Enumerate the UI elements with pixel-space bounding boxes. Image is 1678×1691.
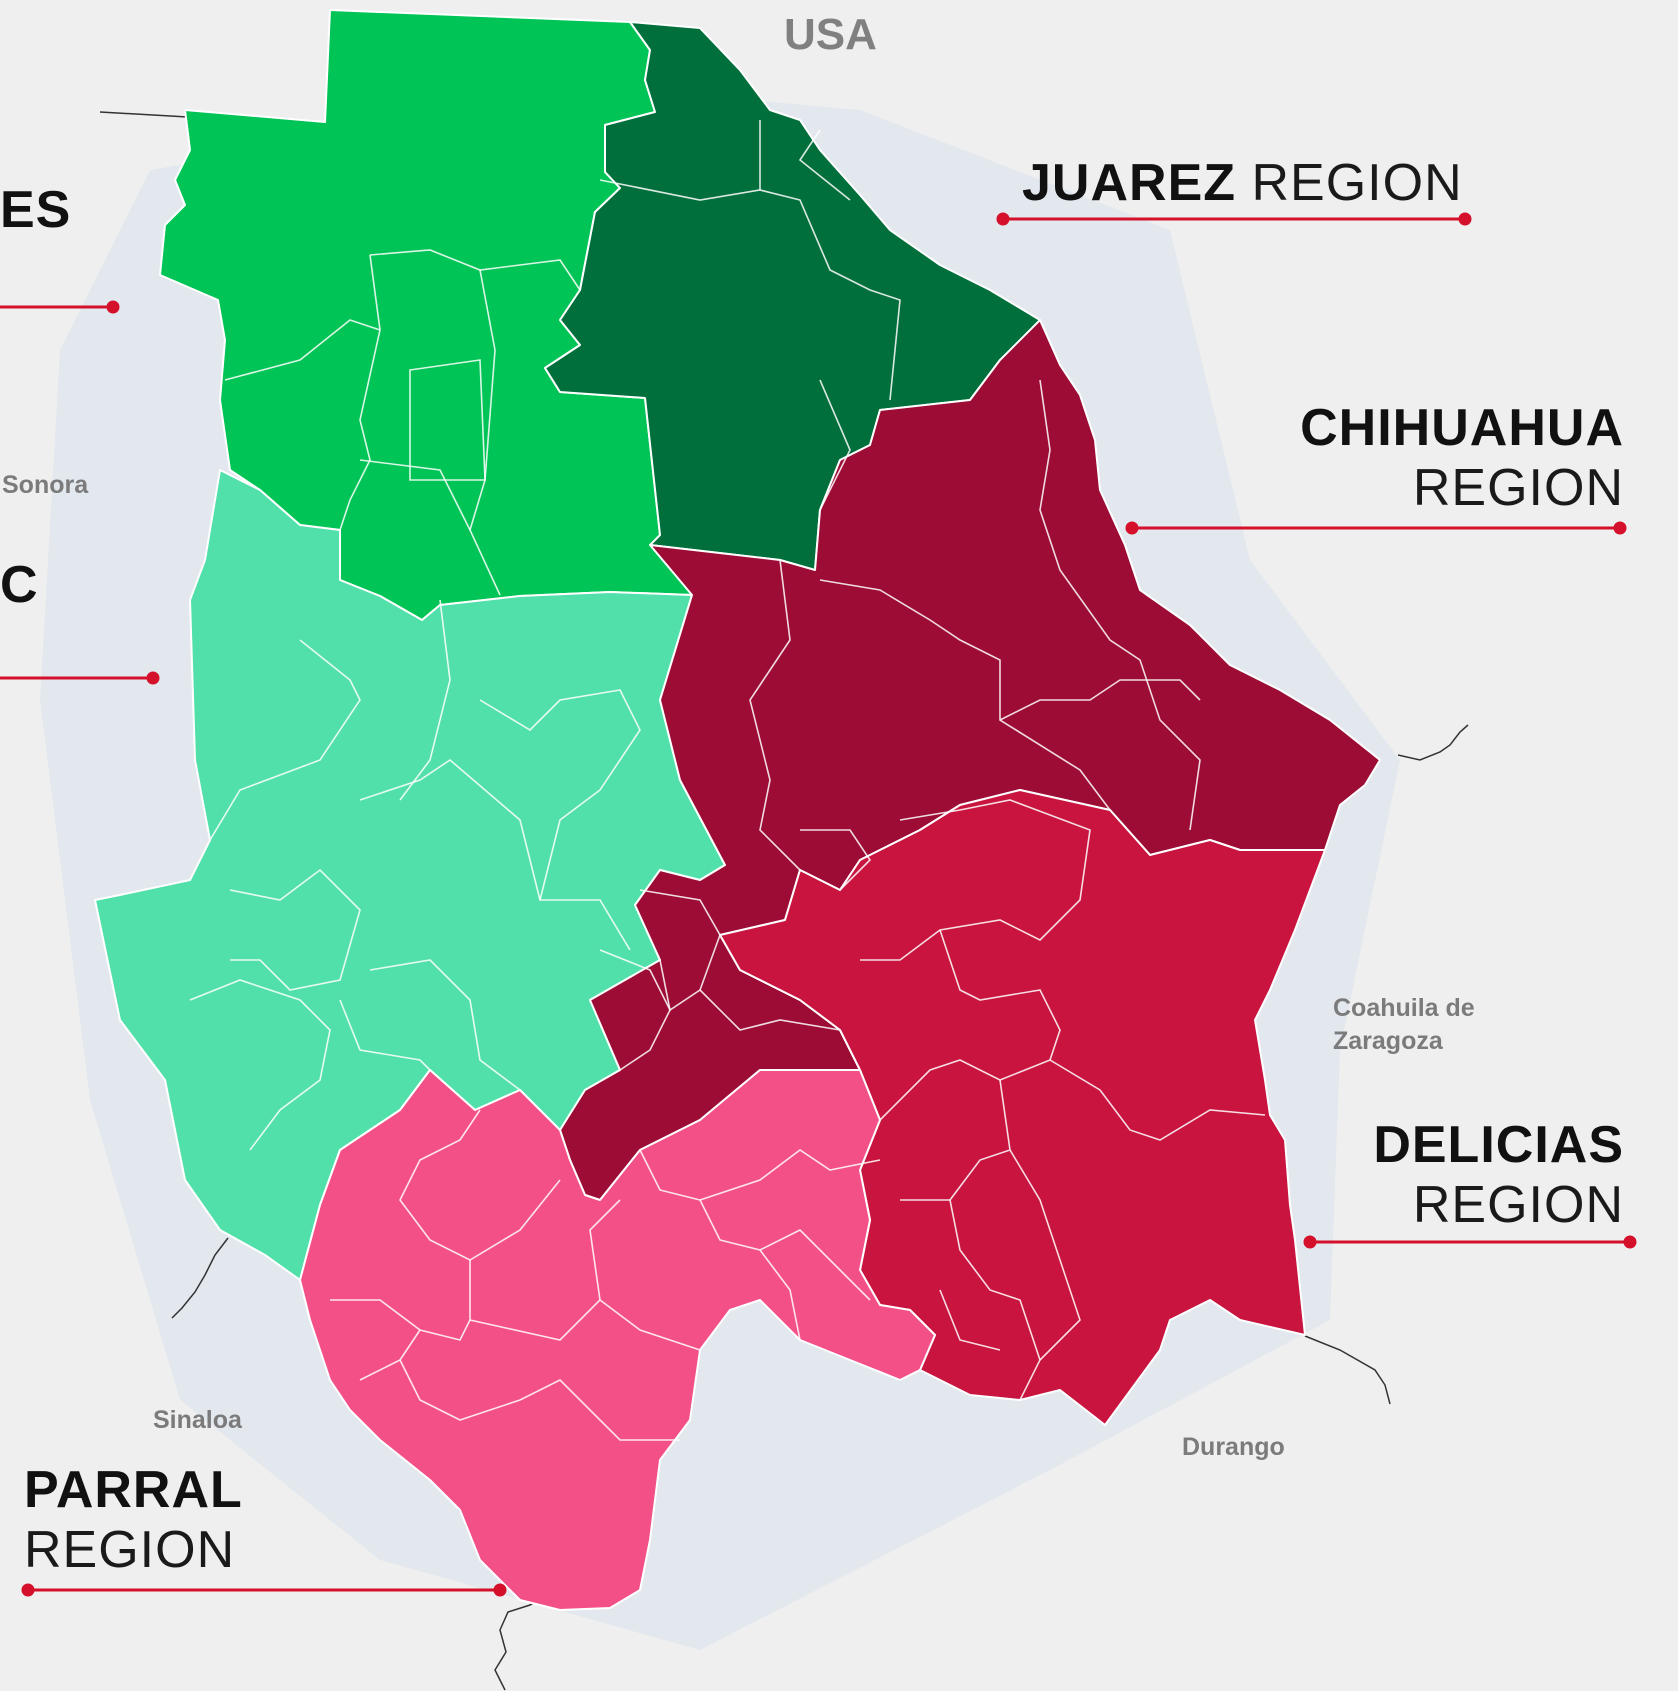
region-name-delicias: DELICIAS (1373, 1116, 1624, 1174)
neighbor-label-coahuila-line2: Zaragoza (1333, 1027, 1443, 1055)
region-suffix-juarez: REGION (1251, 154, 1463, 212)
neighbor-label-coahuila-line1: Coahuila de (1333, 994, 1475, 1022)
region-label-delicias: DELICIAS REGION (1373, 1115, 1624, 1235)
leader-lines (0, 212, 1637, 1597)
region-label-west-fragment: C (0, 555, 39, 615)
region-label-northwest-fragment: ES (0, 180, 71, 240)
region-label-chihuahua: CHIHUAHUA REGION (1300, 398, 1624, 518)
region-name-northwest-fragment: ES (0, 181, 72, 239)
neighbor-label-usa: USA (784, 10, 877, 59)
neighbor-label-sinaloa: Sinaloa (153, 1406, 242, 1434)
border-line-se (1304, 1335, 1391, 1405)
region-label-parral: PARRAL REGION (24, 1460, 243, 1580)
border-line-ne (1397, 724, 1469, 761)
border-line-s (494, 1589, 556, 1691)
region-name-chihuahua: CHIHUAHUA (1300, 399, 1624, 457)
neighbor-label-durango: Durango (1182, 1433, 1285, 1461)
region-name-west-fragment: C (0, 556, 39, 614)
region-name-parral: PARRAL (24, 1461, 243, 1519)
region-name-juarez: JUAREZ (1022, 154, 1237, 212)
region-suffix-delicias: REGION (1412, 1176, 1624, 1234)
region-label-juarez: JUAREZ REGION (1022, 153, 1463, 213)
region-suffix-parral: REGION (24, 1521, 236, 1579)
region-suffix-chihuahua: REGION (1412, 459, 1624, 517)
neighbor-label-coahuila: Coahuila de Zaragoza (1333, 992, 1475, 1058)
neighbor-label-sonora: Sonora (2, 471, 89, 499)
municipality-lines (189, 120, 1266, 1441)
border-line-sw (171, 1237, 229, 1319)
region-parral[interactable] (299, 1069, 936, 1611)
